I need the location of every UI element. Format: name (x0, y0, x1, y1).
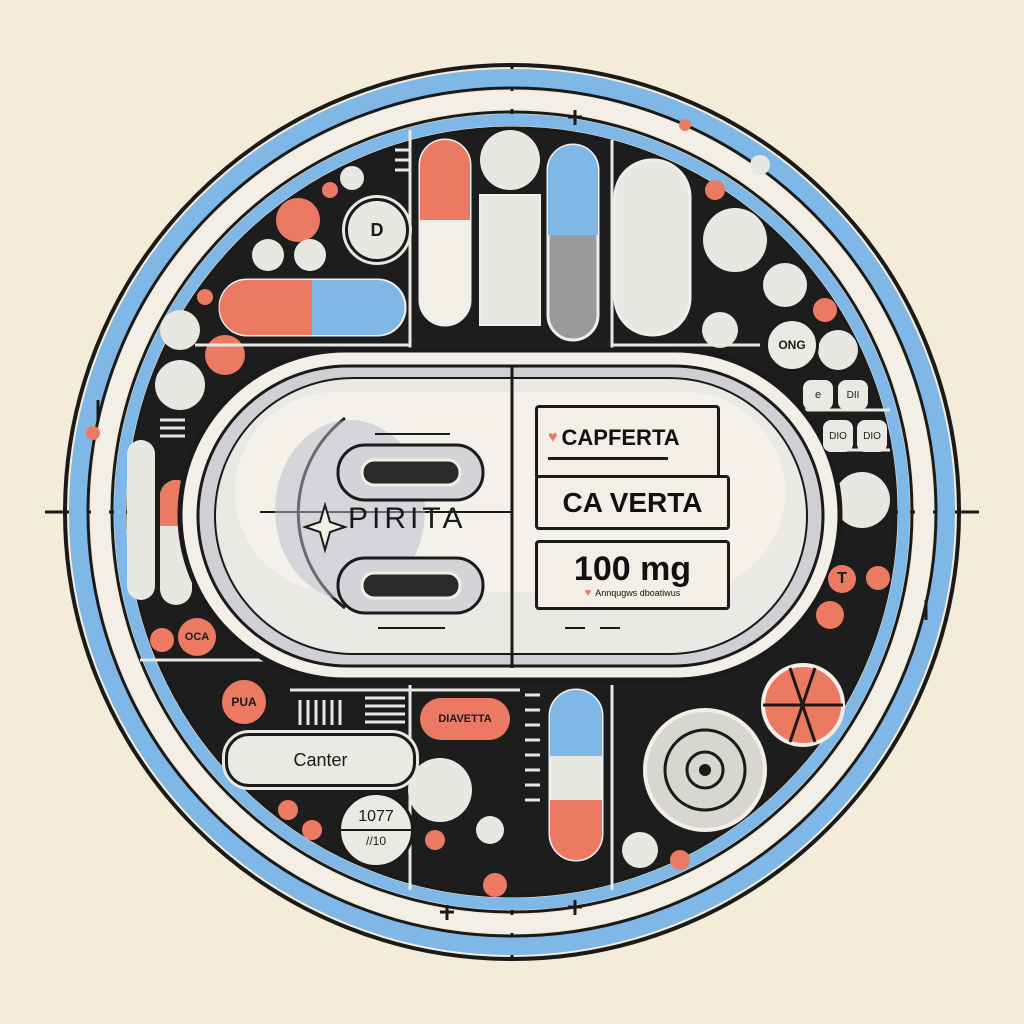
label-dose-panel: 100 mg ♥ Annqugws dboatiwus (535, 540, 730, 610)
pill-small-1: e (803, 380, 833, 410)
pill-d: D (345, 198, 409, 262)
pill-oca: OCA (178, 618, 216, 656)
label-brand-panel: CA VERTA (535, 475, 730, 530)
label-divider (548, 457, 668, 460)
label-brand-text: CA VERTA (562, 486, 703, 518)
label-top-text: CAPFERTA (561, 425, 680, 450)
pill-small-4: DIO (857, 420, 887, 452)
pill-small-3: DIO (823, 420, 853, 452)
label-dose-text: 100 mg (573, 550, 692, 588)
label-top-panel: ♥ CAPFERTA (535, 405, 720, 480)
pill-ong: ONG (765, 318, 819, 372)
pill-small-2: DII (838, 380, 868, 410)
label-fineprint: Annqugws dboatiwus (595, 588, 681, 598)
drug-label: ♥ CAPFERTA CA VERTA 100 mg ♥ Annqugws db… (535, 405, 735, 610)
pill-diavetta: DIAVETTA (420, 698, 510, 740)
heart-icon: ♥ (584, 587, 592, 599)
pill-t: T (828, 565, 856, 593)
pill-imprint: PIRITA (348, 502, 467, 535)
pill-1077: 1077 //10 (338, 792, 414, 868)
pill-pua: PUA (220, 678, 268, 726)
heart-icon: ♥ (548, 429, 558, 446)
capsule-canter: Canter (225, 733, 416, 787)
